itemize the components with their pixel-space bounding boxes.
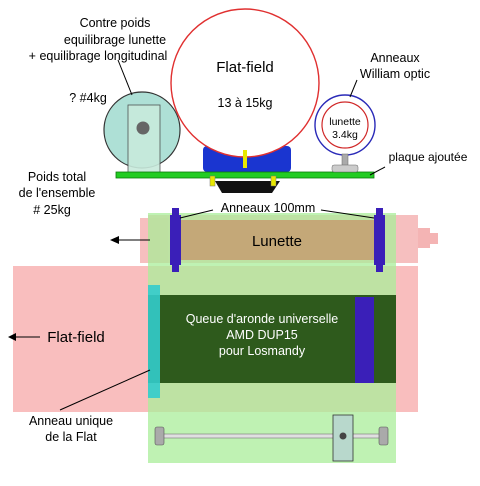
rings-title-1: Anneaux (370, 51, 420, 65)
counterweight-slider (127, 104, 161, 176)
cw-end-right (378, 426, 389, 446)
total-weight-2: de l'ensemble (19, 186, 96, 200)
lunette-ring-left-bolt (172, 208, 179, 217)
dovetail-label-1: Queue d'aronde universelle (186, 312, 339, 326)
pointer-plate (369, 166, 386, 176)
pointer-ring100-right (320, 209, 375, 219)
lunette-tube-label: Lunette (252, 233, 302, 250)
side-view (103, 8, 376, 193)
counterweight-label-2: equilibrage lunette (64, 33, 166, 47)
flatfield-weight: 13 à 15kg (218, 96, 273, 110)
arrow-lunette-head (110, 236, 119, 244)
lunette-ring-right-bolt-b (376, 263, 383, 272)
cw-weight-bolt (339, 432, 347, 440)
single-ring-label-2: de la Flat (45, 430, 97, 444)
rings-100mm-label: Anneaux 100mm (221, 201, 316, 215)
total-weight-1: Poids total (28, 170, 86, 184)
william-ring-post (341, 153, 349, 167)
annotation-lines (15, 59, 386, 411)
text-labels: Contre poids equilibrage lunette + equil… (19, 16, 468, 444)
counterweight-weight: ? #4kg (69, 91, 107, 105)
ring-foot-left (209, 175, 216, 187)
flatfield-title: Flat-field (216, 59, 274, 76)
lunette-ring-right (374, 215, 385, 265)
counterweight-label-1: Contre poids (80, 16, 151, 30)
flatfield-side-label: Flat-field (47, 329, 105, 346)
william-ring-foot (331, 164, 359, 173)
pointer-cw (117, 59, 133, 96)
lunette-focuser (418, 228, 430, 248)
dovetail-purple-bar (355, 297, 374, 383)
total-weight-3: # 25kg (33, 203, 71, 217)
pointer-single-ring (59, 369, 151, 411)
rings-title-2: William optic (360, 67, 430, 81)
lunette-tube (170, 220, 382, 260)
counterweight-label-3: + equilibrage longitudinal (29, 49, 168, 63)
cw-end-left (154, 426, 165, 446)
dovetail-label-3: pour Losmandy (219, 344, 306, 358)
single-ring-label-1: Anneau unique (29, 414, 113, 428)
flatfield-clamp (243, 150, 247, 168)
top-view (13, 208, 438, 463)
counterweight-bolt (136, 121, 150, 135)
lunette-ring-left (170, 215, 181, 265)
arrow-flat-head (8, 333, 16, 341)
ring-foot-right (270, 175, 277, 187)
mount-base (215, 181, 280, 193)
flat-single-ring (148, 285, 160, 398)
lunette-circle-label: lunette (329, 116, 361, 128)
added-plate (115, 171, 375, 179)
plate-added-label: plaque ajoutée (389, 150, 468, 164)
flatfield-disc (170, 8, 320, 158)
pointer-rings (349, 79, 358, 98)
dovetail-label-2: AMD DUP15 (226, 328, 298, 342)
lunette-circle-weight: 3.4kg (332, 129, 358, 141)
william-ring-inner (321, 101, 369, 149)
lunette-ring-left-bolt-b (172, 263, 179, 272)
dovetail-plate (148, 295, 396, 383)
lunette-ring-right-bolt (376, 208, 383, 217)
lunette-focuser-knob (430, 233, 438, 244)
pointer-ring100-left (179, 209, 214, 219)
